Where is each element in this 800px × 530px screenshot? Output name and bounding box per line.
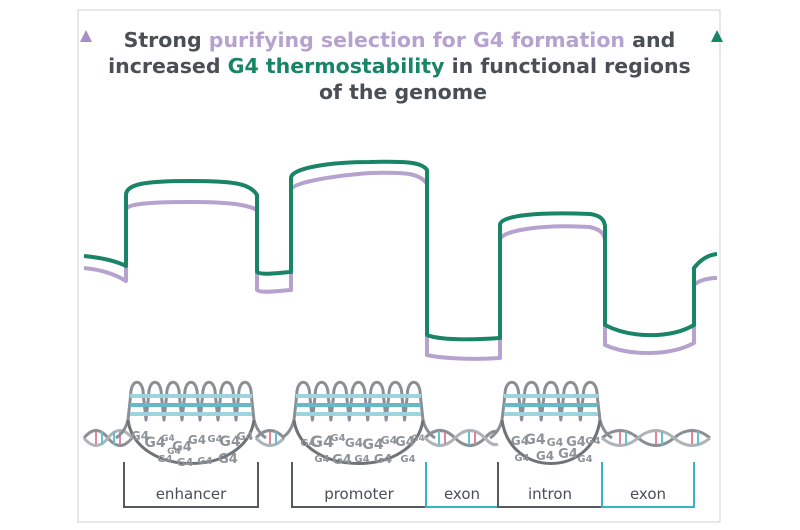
- g4-label: G4: [547, 436, 564, 449]
- g4-label: G4: [237, 430, 254, 443]
- g4-label: G4: [131, 429, 149, 443]
- g4-label: G4: [585, 436, 600, 447]
- green-curve: [83, 159, 718, 342]
- region-label: promoter: [324, 485, 394, 503]
- g4-label: G4: [197, 456, 212, 467]
- g4-label: G4: [362, 437, 383, 453]
- region-bracket: [601, 462, 695, 508]
- g4-label: G4: [566, 435, 586, 450]
- g4-label: G4: [207, 434, 222, 445]
- g4-label: G4: [514, 453, 529, 464]
- g4-bowl: [500, 419, 602, 465]
- g4-label: G4: [536, 449, 554, 463]
- g4-label: G4: [314, 454, 329, 465]
- g4-label: G4: [411, 434, 425, 444]
- region-label: exon: [630, 485, 666, 503]
- region-brackets: enhancer promoter exon intron exon: [123, 462, 695, 508]
- g4-bowl: [292, 419, 425, 465]
- title: Strong purifying selection for G4 format…: [108, 28, 698, 104]
- g4-label: G4: [577, 454, 592, 465]
- g4-label: G4: [310, 432, 334, 451]
- diagram-frame: [77, 9, 721, 523]
- g4-label: G4: [300, 438, 315, 449]
- g4-label: G4: [524, 432, 545, 448]
- g4-label: G4: [381, 434, 398, 447]
- region-bracket: [123, 462, 259, 508]
- g4-label: G4: [374, 452, 392, 466]
- g4-label: G4: [354, 454, 369, 465]
- g4-label: G4: [167, 447, 181, 457]
- dna-tether: [281, 419, 296, 440]
- g4-label: G4: [400, 454, 415, 465]
- region-promoter: promoter: [291, 462, 427, 508]
- dna-tether: [115, 419, 130, 440]
- dna-tether: [489, 419, 504, 440]
- g4-label: G4: [144, 435, 165, 451]
- g4-label: G4: [395, 435, 415, 450]
- purple-curve: [83, 170, 718, 361]
- g4-label: G4: [172, 440, 192, 455]
- g4-label: G4: [161, 434, 175, 444]
- g4-label: G4: [511, 434, 529, 448]
- g4-label: G4: [332, 453, 352, 468]
- g4-label: G4: [558, 447, 578, 462]
- g4-label: G4: [177, 456, 194, 469]
- g4-label: G4: [218, 452, 238, 467]
- g4-label: G4: [157, 454, 172, 465]
- g4-label: G4: [188, 433, 206, 447]
- region-enhancer: enhancer: [123, 462, 259, 508]
- dna-strand: [82, 429, 711, 447]
- region-label: exon: [444, 485, 480, 503]
- g4-label: G4: [330, 433, 345, 444]
- region-exon2: exon: [601, 462, 695, 508]
- region-intron: intron: [497, 462, 603, 508]
- g4-label: G4: [219, 434, 240, 450]
- region-label: enhancer: [156, 485, 227, 503]
- g4-label: G4: [345, 436, 363, 450]
- region-exon1: exon: [425, 462, 499, 508]
- left-arrow: [80, 30, 92, 375]
- g4-bowl: [126, 419, 256, 465]
- region-label: intron: [528, 485, 572, 503]
- right-arrow: [711, 30, 723, 375]
